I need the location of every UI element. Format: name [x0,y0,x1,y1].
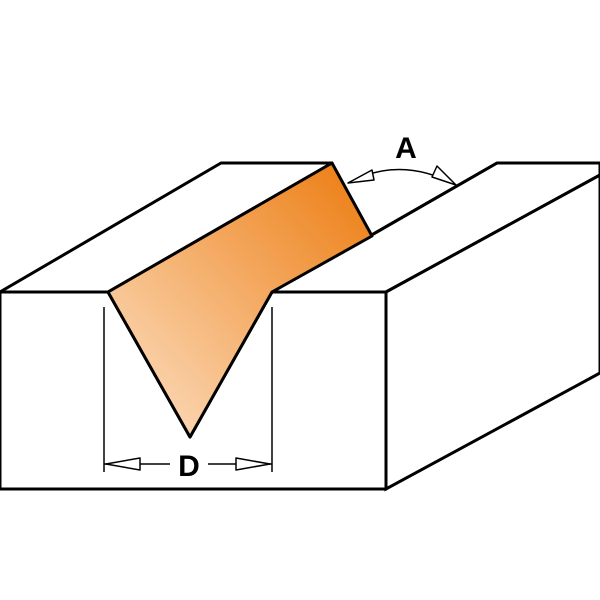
groove-walls [369,161,498,238]
diameter-dimension: D [103,307,273,483]
angle-arrowhead-left [347,169,375,184]
angle-arrowhead-right [431,165,457,186]
block-right-side-face [384,173,600,492]
angle-dimension: A [347,132,457,186]
dimension-arrowhead-left [105,457,141,471]
workpiece-block [0,161,600,492]
cutter-profile [106,161,374,439]
angle-label: A [395,132,417,165]
diameter-label: D [178,450,200,483]
dimension-arrowhead-right [235,457,271,471]
